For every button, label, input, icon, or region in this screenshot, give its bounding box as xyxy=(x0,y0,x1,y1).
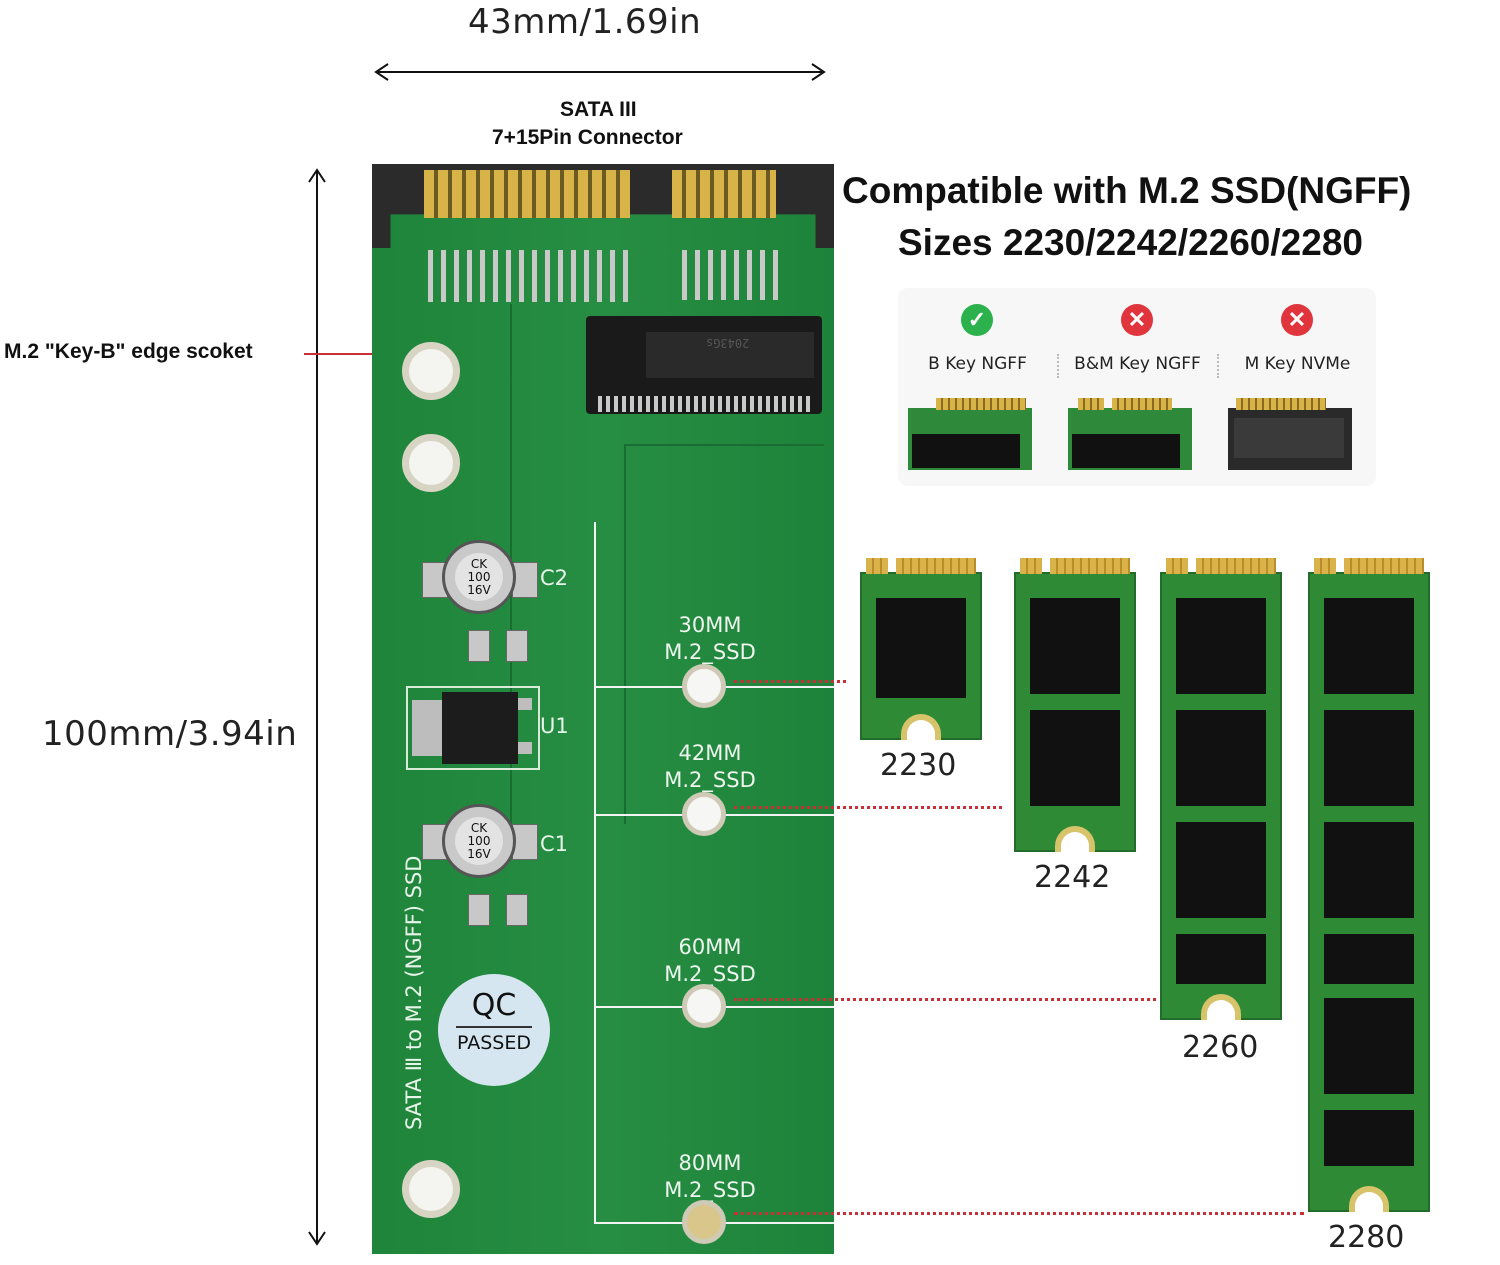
label-u1: U1 xyxy=(540,714,569,738)
key-b-ngff: ✓ B Key NGFF xyxy=(898,288,1057,486)
mounting-hole-top xyxy=(402,342,460,400)
connector-label-line2: 7+15Pin Connector xyxy=(492,126,683,149)
mount-screw-80mm xyxy=(682,1200,726,1244)
socket-label: M.2 "Key-B" edge scoket xyxy=(4,340,253,363)
ssd-2242 xyxy=(1014,558,1136,852)
size-label-2260: 2260 xyxy=(1182,1030,1259,1065)
cross-icon: ✕ xyxy=(1121,304,1153,336)
pointer-2280 xyxy=(734,1212,1304,1215)
ssd-2280 xyxy=(1308,558,1430,1212)
width-dimension-arrow xyxy=(374,63,826,81)
bm-key-module-image xyxy=(1068,398,1192,470)
board-title-vertical: SATA Ⅲ to M.2 (NGFF) SSD xyxy=(402,855,426,1130)
socket-chip-text: 2043Gs xyxy=(706,336,750,350)
sata-connector xyxy=(372,164,834,304)
b-key-module-image xyxy=(908,398,1032,470)
label-c1: C1 xyxy=(540,832,569,856)
qc-passed-sticker: QC PASSED xyxy=(438,974,550,1086)
m2-socket: 2043Gs xyxy=(586,316,822,414)
pointer-2260 xyxy=(734,998,1156,1001)
size-label-2242: 2242 xyxy=(1034,860,1111,895)
mount-hole-60mm xyxy=(682,984,726,1028)
height-dimension-arrow xyxy=(308,168,326,1246)
key-bm-ngff: ✕ B&M Key NGFF xyxy=(1058,288,1217,486)
label-c2: C2 xyxy=(540,566,569,590)
size-label-2230: 2230 xyxy=(880,748,957,783)
height-dimension-label: 100mm/3.94in xyxy=(42,714,298,754)
size-label-2280: 2280 xyxy=(1328,1220,1405,1255)
m-key-module-image xyxy=(1228,398,1352,470)
headline-line1: Compatible with M.2 SSD(NGFF) xyxy=(842,170,1412,211)
mounting-hole-bottom xyxy=(402,1160,460,1218)
width-dimension-label: 43mm/1.69in xyxy=(468,2,702,42)
mount-hole-30mm xyxy=(682,664,726,708)
mounting-hole-2 xyxy=(402,434,460,492)
ssd-2260 xyxy=(1160,558,1282,1020)
pointer-2230 xyxy=(734,680,846,683)
check-icon: ✓ xyxy=(961,304,993,336)
connector-label-line1: SATA III xyxy=(560,98,637,121)
headline-line2: Sizes 2230/2242/2260/2280 xyxy=(898,222,1363,263)
mount-hole-42mm xyxy=(682,792,726,836)
pointer-2242 xyxy=(734,806,1002,809)
key-compatibility-card: ✓ B Key NGFF ✕ B&M Key NGFF ✕ M Key NVMe xyxy=(898,288,1376,486)
regulator-u1 xyxy=(406,686,540,770)
cross-icon: ✕ xyxy=(1281,304,1313,336)
ssd-2230 xyxy=(860,558,982,740)
key-m-nvme: ✕ M Key NVMe xyxy=(1218,288,1377,486)
